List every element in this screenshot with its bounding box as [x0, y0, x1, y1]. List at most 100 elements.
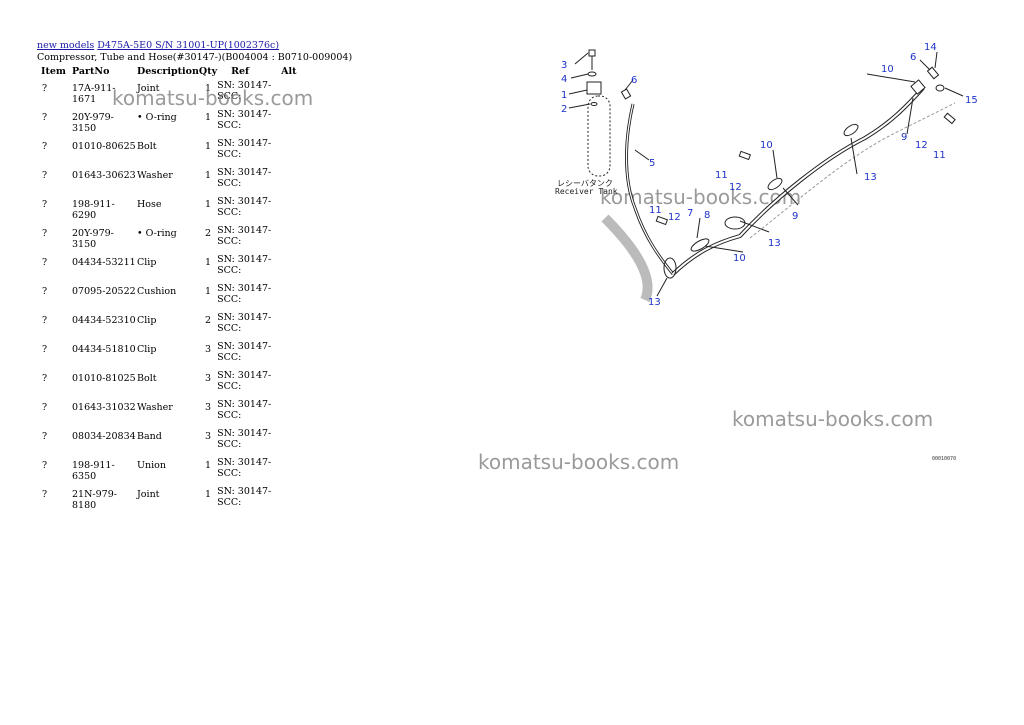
cell-qty: 1 [204, 199, 212, 210]
svg-text:12: 12 [668, 212, 681, 223]
cell-partno: 198-911-6350 [72, 460, 115, 482]
cell-qty: 3 [204, 402, 212, 413]
cell-alt [281, 196, 311, 225]
clip-icon [767, 177, 783, 191]
svg-text:6: 6 [631, 75, 637, 86]
cell-ref: SN: 30147-SCC: [217, 399, 272, 421]
cell-alt [281, 486, 311, 515]
cell-description: Hose [137, 199, 162, 210]
breadcrumb: new models D475A-5E0 S/N 31001-UP(100237… [37, 40, 279, 51]
cell-item: ? [42, 315, 48, 326]
cell-item: ? [42, 373, 48, 384]
cell-item: ? [42, 112, 48, 123]
cell-description: Bolt [137, 373, 157, 384]
header-alt: Alt [281, 66, 297, 77]
watermark: komatsu-books.com [478, 450, 680, 474]
svg-text:10: 10 [881, 64, 894, 75]
page-subtitle: Compressor, Tube and Hose(#30147-)(B0040… [37, 52, 353, 63]
svg-text:13: 13 [648, 297, 661, 308]
header-item: Item [41, 66, 66, 77]
bolt-icon [943, 112, 956, 125]
breadcrumb-link-new-models[interactable]: new models [37, 40, 95, 51]
cell-item: ? [42, 286, 48, 297]
cell-partno: 01010-80625 [72, 141, 136, 152]
cell-alt [281, 138, 311, 167]
clip-icon [843, 123, 859, 137]
svg-text:10: 10 [733, 253, 746, 264]
cell-partno: 01643-30623 [72, 170, 136, 181]
clip-icon [690, 238, 710, 252]
cell-description: Joint [137, 83, 160, 94]
cell-description: Bolt [137, 141, 157, 152]
cell-alt [281, 283, 311, 312]
cell-description: Washer [137, 402, 173, 413]
joint-icon [586, 81, 602, 95]
cell-partno: 198-911-6290 [72, 199, 115, 221]
svg-text:3: 3 [561, 60, 567, 71]
svg-text:1: 1 [561, 90, 567, 101]
cell-description: Band [137, 431, 162, 442]
cell-description: • O-ring [137, 112, 177, 123]
svg-text:6: 6 [910, 52, 916, 63]
svg-text:12: 12 [915, 140, 928, 151]
cell-alt [281, 167, 311, 196]
svg-text:2: 2 [561, 104, 567, 115]
cell-partno: 04434-51810 [72, 344, 136, 355]
svg-text:10: 10 [760, 140, 773, 151]
cell-qty: 2 [204, 315, 212, 326]
parts-diagram: 3 4 1 2 6 5 10 6 14 15 9 12 11 13 10 11 … [555, 42, 978, 308]
cell-alt [281, 399, 311, 428]
cell-qty: 1 [204, 286, 212, 297]
bolt-icon [588, 49, 596, 57]
svg-text:11: 11 [649, 205, 662, 216]
cell-qty: 1 [204, 112, 212, 123]
breadcrumb-link-model[interactable]: D475A-5E0 S/N 31001-UP(1002376c) [97, 40, 280, 51]
cell-item: ? [42, 257, 48, 268]
svg-text:11: 11 [933, 150, 946, 161]
svg-text:13: 13 [864, 172, 877, 183]
cell-qty: 1 [204, 460, 212, 471]
header-partno: PartNo [72, 66, 110, 77]
cell-partno: 20Y-979-3150 [72, 112, 114, 134]
cell-alt [281, 109, 311, 138]
svg-text:13: 13 [768, 238, 781, 249]
cell-qty: 1 [204, 170, 212, 181]
watermark: komatsu-books.com [732, 407, 934, 431]
svg-text:4: 4 [561, 74, 567, 85]
cell-item: ? [42, 228, 48, 239]
cell-ref: SN: 30147-SCC: [217, 283, 272, 305]
cell-qty: 1 [204, 83, 212, 94]
band-icon [663, 257, 677, 279]
cell-item: ? [42, 141, 48, 152]
cell-partno: 04434-53211 [72, 257, 136, 268]
cell-item: ? [42, 431, 48, 442]
cell-alt [281, 312, 311, 341]
header-description: Description [137, 66, 199, 77]
cell-item: ? [42, 199, 48, 210]
cell-ref: SN: 30147-SCC: [217, 486, 272, 508]
header-ref: Ref [231, 66, 250, 77]
header-qty: Qty [198, 66, 218, 77]
cell-qty: 1 [204, 489, 212, 500]
o-ring-icon [620, 88, 632, 100]
cell-alt [281, 370, 311, 399]
cell-alt [281, 457, 311, 486]
cell-item: ? [42, 344, 48, 355]
bolt-icon [655, 215, 669, 226]
cell-description: Washer [137, 170, 173, 181]
cell-ref: SN: 30147-SCC: [217, 225, 272, 247]
svg-text:5: 5 [649, 158, 655, 169]
cell-description: Clip [137, 315, 157, 326]
cell-qty: 1 [204, 141, 212, 152]
cell-ref: SN: 30147-SCC: [217, 370, 272, 392]
o-ring-icon [935, 84, 945, 92]
